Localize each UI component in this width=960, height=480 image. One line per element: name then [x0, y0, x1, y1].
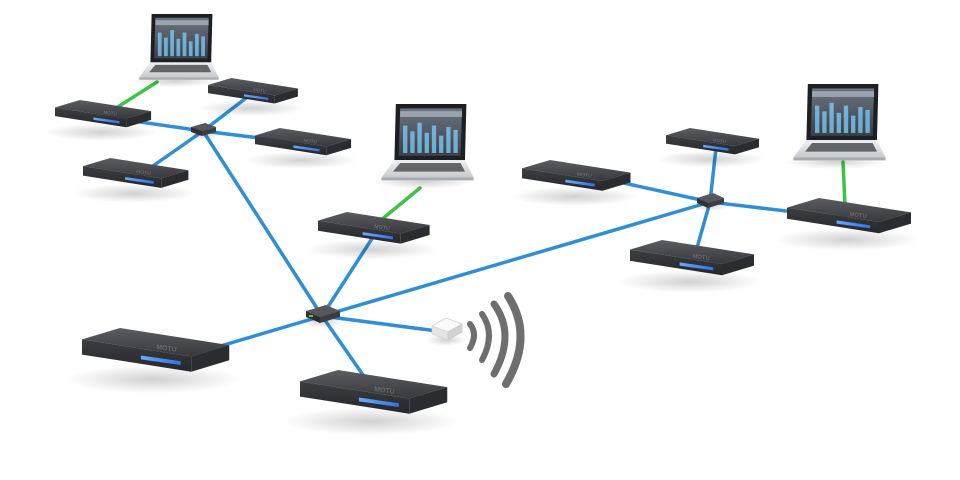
device-brand-label: MOTU — [136, 169, 152, 177]
ethernet-switch-icon — [300, 305, 344, 328]
ethernet-cable — [320, 200, 712, 318]
device-brand-label: MOTU — [253, 87, 266, 94]
device-brand-label: MOTU — [576, 171, 592, 179]
mixer-screen — [403, 122, 458, 153]
device-brand-label: MOTU — [156, 344, 177, 354]
device-brand-label: MOTU — [103, 110, 117, 117]
ethernet-cable — [201, 129, 324, 318]
ethernet-switch-icon — [693, 193, 727, 211]
device-brand-label: MOTU — [374, 224, 391, 232]
wifi-signal-icon — [467, 292, 525, 388]
rack-audio-interface-icon: MOTU — [45, 100, 158, 141]
rack-audio-interface-icon: MOTU — [72, 158, 196, 203]
device-brand-label: MOTU — [692, 254, 710, 262]
ethernet-switch-icon — [187, 123, 219, 140]
mixer-screen — [815, 102, 870, 133]
device-brand-label: MOTU — [303, 138, 317, 145]
rack-audio-interface-icon: MOTU — [307, 212, 437, 260]
usb-cable — [841, 160, 847, 207]
device-brand-label: MOTU — [849, 212, 867, 220]
device-brand-label: MOTU — [713, 137, 727, 144]
laptop-icon — [784, 84, 886, 169]
rack-audio-interface-icon: MOTU — [245, 128, 358, 169]
wireless-access-point-icon — [426, 317, 466, 346]
laptop-icon — [372, 104, 474, 189]
rack-audio-interface-icon: MOTU — [65, 328, 241, 394]
laptop-icon — [131, 14, 219, 88]
device-brand-label: MOTU — [374, 386, 395, 396]
rack-audio-interface-icon: MOTU — [283, 370, 459, 436]
mixer-screen — [157, 30, 205, 57]
rack-audio-interface-icon: MOTU — [199, 78, 304, 117]
ethernet-cable — [608, 178, 712, 204]
rack-audio-interface-icon: MOTU — [511, 160, 638, 207]
rack-audio-interface-icon: MOTU — [618, 240, 762, 293]
rack-audio-interface-icon: MOTU — [657, 128, 765, 168]
rack-audio-interface-icon: MOTU — [775, 198, 919, 251]
